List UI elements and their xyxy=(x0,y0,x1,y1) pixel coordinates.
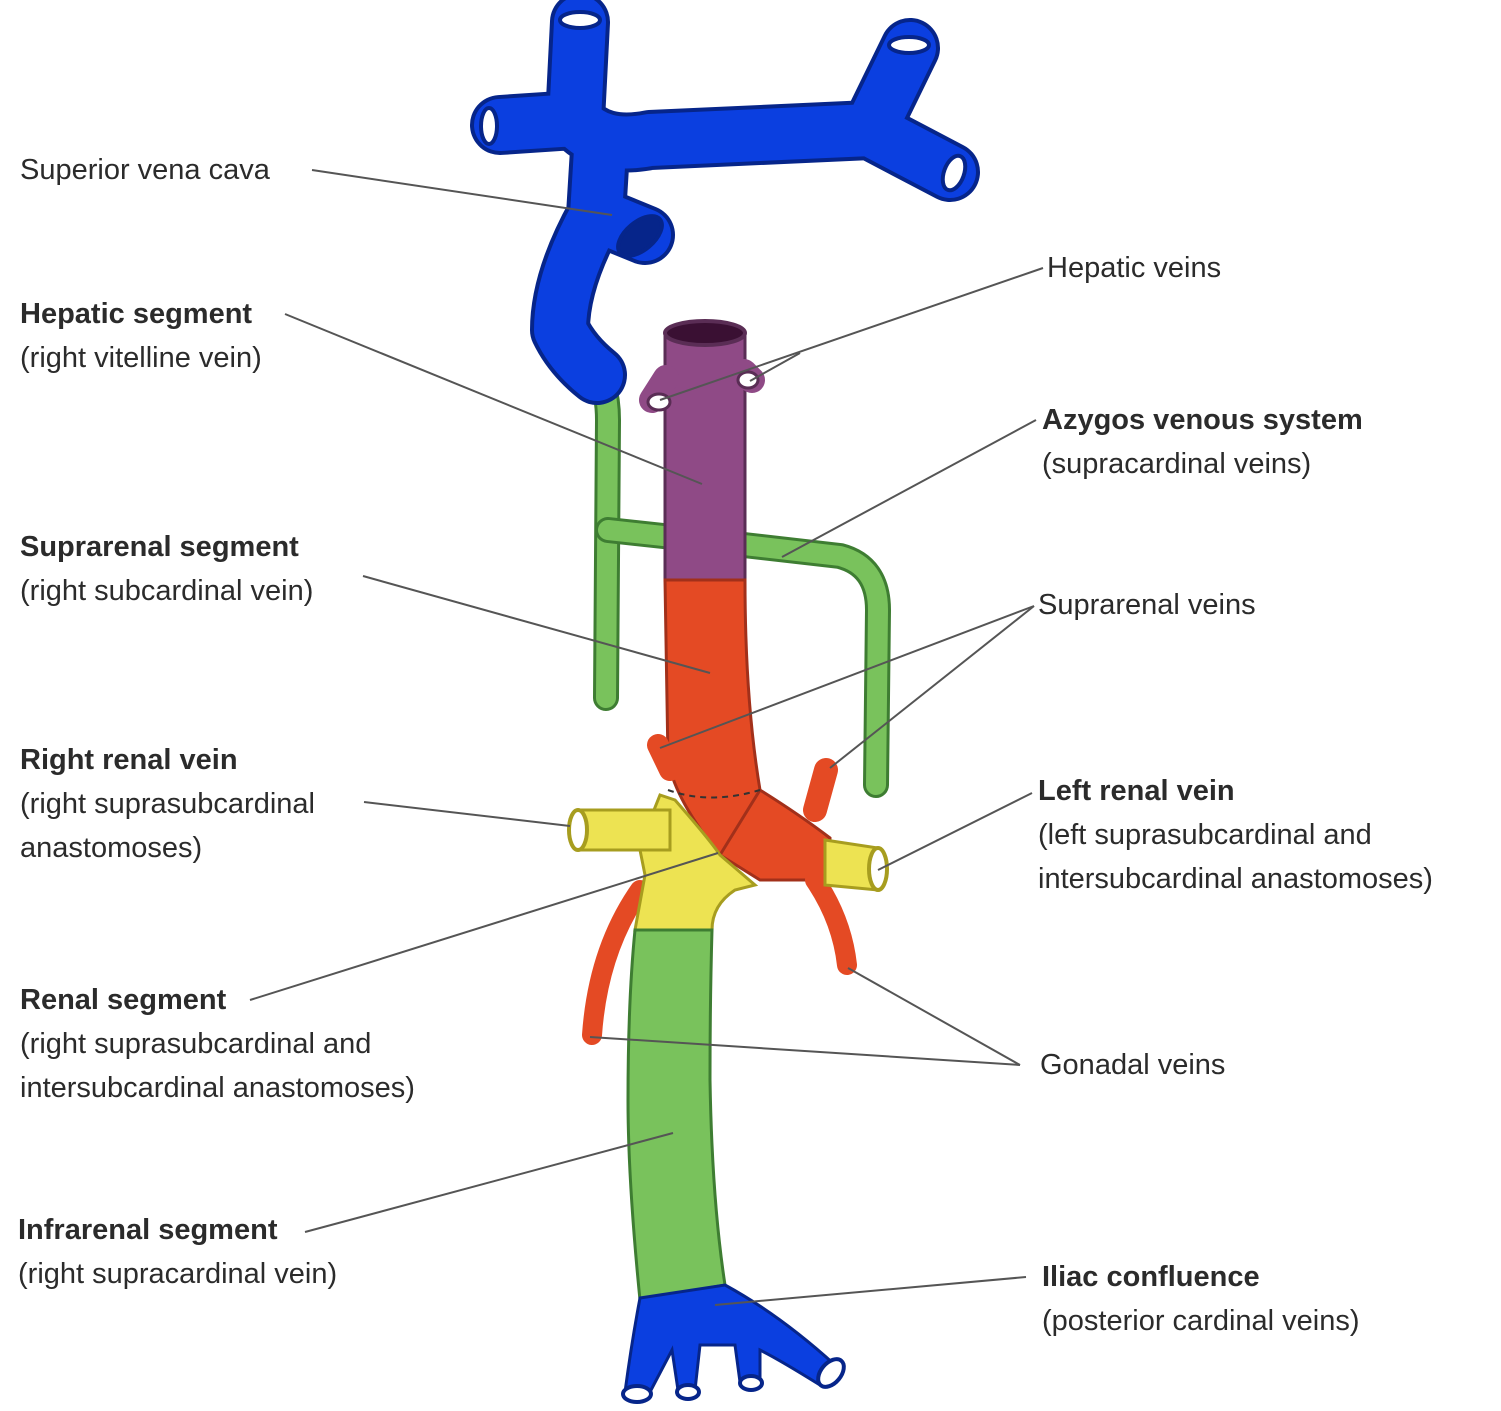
label-azygos-venous-system: Azygos venous system (supracardinal vein… xyxy=(1042,398,1363,486)
label-subtitle: (right subcardinal vein) xyxy=(20,569,313,613)
label-infrarenal-segment: Infrarenal segment (right supracardinal … xyxy=(18,1208,337,1296)
label-title: Hepatic veins xyxy=(1047,246,1221,290)
label-title: Infrarenal segment xyxy=(18,1208,337,1252)
label-title: Iliac confluence xyxy=(1042,1255,1360,1299)
hepatic-opening xyxy=(665,321,745,345)
right-renal-vein-opening xyxy=(569,810,587,850)
label-subtitle-2: intersubcardinal anastomoses) xyxy=(1038,857,1433,901)
gonadal-vein-left xyxy=(815,880,847,965)
iliac-opening-3 xyxy=(740,1376,762,1390)
leader-superior-vena-cava xyxy=(312,170,612,215)
label-subtitle: (supracardinal veins) xyxy=(1042,442,1363,486)
label-right-renal-vein: Right renal vein (right suprasubcardinal… xyxy=(20,738,315,870)
label-title: Superior vena cava xyxy=(20,148,270,192)
label-subtitle: (right suprasubcardinal xyxy=(20,782,315,826)
leader-left-renal-vein xyxy=(878,793,1032,870)
leader-gonadal-veins-b xyxy=(848,968,1020,1065)
label-subtitle-2: anastomoses) xyxy=(20,826,315,870)
label-title: Right renal vein xyxy=(20,738,315,782)
svc-opening-top xyxy=(560,12,600,28)
label-subtitle-2: intersubcardinal anastomoses) xyxy=(20,1066,415,1110)
label-superior-vena-cava: Superior vena cava xyxy=(20,148,270,192)
hepatic-vein-opening-left xyxy=(648,394,670,410)
label-hepatic-segment: Hepatic segment (right vitelline vein) xyxy=(20,292,262,380)
label-suprarenal-veins: Suprarenal veins xyxy=(1038,583,1256,627)
leader-right-renal-vein xyxy=(364,802,570,826)
leader-infrarenal-segment xyxy=(305,1133,673,1232)
label-renal-segment: Renal segment (right suprasubcardinal an… xyxy=(20,978,415,1110)
infrarenal-segment-shape xyxy=(628,930,725,1300)
label-title: Azygos venous system xyxy=(1042,398,1363,442)
suprarenal-vein-stub-left xyxy=(815,770,826,810)
label-left-renal-vein: Left renal vein (left suprasubcardinal a… xyxy=(1038,769,1433,901)
label-subtitle: (left suprasubcardinal and xyxy=(1038,813,1433,857)
label-title: Hepatic segment xyxy=(20,292,262,336)
label-title: Suprarenal veins xyxy=(1038,583,1256,627)
leader-suprarenal-segment xyxy=(363,576,710,673)
label-subtitle: (right vitelline vein) xyxy=(20,336,262,380)
label-subtitle: (posterior cardinal veins) xyxy=(1042,1299,1360,1343)
label-title: Renal segment xyxy=(20,978,415,1022)
label-title: Suprarenal segment xyxy=(20,525,313,569)
svc-opening-right-top xyxy=(889,37,929,53)
leader-iliac-confluence xyxy=(715,1277,1026,1305)
label-subtitle: (right supracardinal vein) xyxy=(18,1252,337,1296)
iliac-opening-2 xyxy=(677,1385,699,1399)
leader-azygos xyxy=(782,420,1036,557)
label-suprarenal-segment: Suprarenal segment (right subcardinal ve… xyxy=(20,525,313,613)
label-iliac-confluence: Iliac confluence (posterior cardinal vei… xyxy=(1042,1255,1360,1343)
iliac-opening-1 xyxy=(623,1386,651,1402)
hepatic-vein-opening-right xyxy=(738,372,758,388)
iliac-confluence-shape xyxy=(625,1285,835,1392)
label-gonadal-veins: Gonadal veins xyxy=(1040,1043,1225,1087)
label-title: Left renal vein xyxy=(1038,769,1433,813)
leader-suprarenal-veins-b xyxy=(830,606,1034,768)
svc-opening-left xyxy=(481,108,497,144)
right-renal-vein-shape xyxy=(580,810,670,850)
label-hepatic-veins: Hepatic veins xyxy=(1047,246,1221,290)
label-title: Gonadal veins xyxy=(1040,1043,1225,1087)
label-subtitle: (right suprasubcardinal and xyxy=(20,1022,415,1066)
suprarenal-vein-stub-right xyxy=(658,745,670,770)
